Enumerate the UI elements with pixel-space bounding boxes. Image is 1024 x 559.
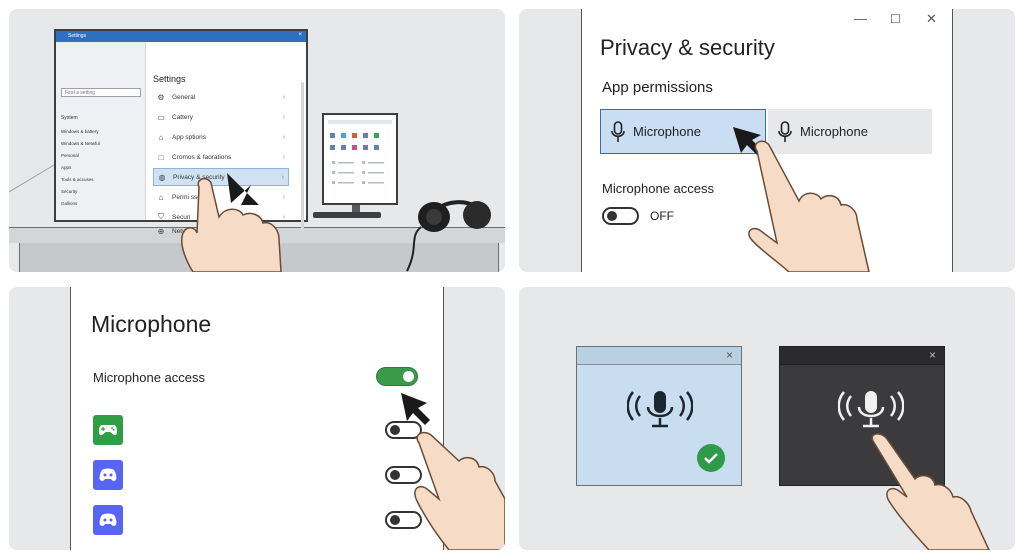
microphone-window: Microphone Microphone access bbox=[70, 287, 444, 550]
microphone-icon bbox=[778, 120, 792, 143]
settings-item-label: Cromos & faorations bbox=[172, 153, 232, 161]
page-title: Privacy & security bbox=[600, 35, 775, 60]
start-menu-screen bbox=[328, 120, 392, 184]
page-title: Microphone bbox=[91, 311, 212, 337]
window-titlebar: × bbox=[780, 347, 944, 365]
monitor-stand bbox=[352, 205, 360, 214]
settings-item-label: Securi bbox=[172, 213, 191, 221]
sidebar-item[interactable]: Tools & accuses bbox=[61, 177, 94, 182]
chevron-right-icon: › bbox=[282, 193, 285, 201]
sidebar-item[interactable]: Personal bbox=[61, 153, 79, 158]
lock-icon: ⌂ bbox=[158, 192, 164, 202]
microphone-icon bbox=[611, 120, 625, 143]
app-microphone-toggle[interactable] bbox=[385, 511, 422, 529]
sidebar-section-system: System bbox=[61, 115, 78, 121]
privacy-window: — ☐ ✕ Privacy & security App permissions… bbox=[581, 9, 953, 272]
minimize-icon[interactable]: — bbox=[854, 11, 867, 26]
sidebar-item[interactable]: Apps bbox=[61, 165, 72, 170]
panel-privacy-security: — ☐ ✕ Privacy & security App permissions… bbox=[519, 9, 1015, 272]
maximize-icon[interactable]: ☐ bbox=[890, 12, 901, 26]
sidebar-item[interactable]: Security bbox=[61, 189, 78, 194]
mic-window-dark: × bbox=[779, 346, 945, 486]
monitor-base bbox=[313, 212, 381, 218]
microphone-permission-button-alt[interactable]: Microphone bbox=[768, 109, 932, 154]
chevron-right-icon: › bbox=[282, 93, 285, 101]
room-background bbox=[9, 164, 55, 193]
settings-sidebar: Find a setting System Windows & battery … bbox=[56, 42, 146, 220]
panel-mic-indicators: × × bbox=[519, 287, 1015, 550]
settings-item-general[interactable]: ⚙ General › bbox=[153, 88, 289, 106]
xbox-controller-icon bbox=[93, 415, 123, 445]
settings-titlebar-label: Settings bbox=[68, 33, 87, 39]
sidebar-item[interactable]: Gallions bbox=[61, 201, 78, 206]
discord-icon bbox=[93, 505, 123, 535]
close-icon[interactable]: × bbox=[725, 348, 733, 362]
secondary-monitor bbox=[322, 113, 398, 205]
settings-item-cromos[interactable]: □ Cromos & faorations › bbox=[153, 148, 289, 166]
microphone-access-toggle[interactable] bbox=[376, 367, 418, 386]
settings-item-label: Netw bbox=[172, 227, 187, 235]
microphone-access-label: Microphone access bbox=[602, 181, 714, 196]
microphone-label: Microphone bbox=[633, 124, 701, 139]
microphone-label: Microphone bbox=[800, 124, 868, 139]
settings-item-privacy-security[interactable]: ◍ Privacy & security › bbox=[153, 168, 289, 186]
hand-pointer bbox=[733, 127, 870, 272]
microphone-active-icon bbox=[838, 391, 904, 428]
settings-item-label: Privacy & security bbox=[173, 173, 225, 181]
chevron-right-icon: › bbox=[282, 133, 285, 141]
discord-icon bbox=[93, 460, 123, 490]
window-titlebar: × bbox=[577, 347, 741, 365]
toggle-state-label: OFF bbox=[650, 209, 674, 223]
close-icon[interactable]: ✕ bbox=[926, 11, 937, 26]
find-setting-input[interactable]: Find a setting bbox=[61, 88, 141, 97]
settings-header: Settings bbox=[153, 74, 186, 84]
panel-settings-desk: Settings × Find a setting System Windows… bbox=[9, 9, 505, 272]
hand-pointer bbox=[871, 433, 990, 550]
section-title: App permissions bbox=[602, 79, 713, 96]
settings-item-label: General bbox=[172, 93, 196, 101]
microphone-access-toggle[interactable] bbox=[602, 207, 639, 225]
scrollbar[interactable] bbox=[301, 82, 304, 232]
settings-titlebar: Settings × bbox=[56, 31, 306, 42]
chevron-right-icon: › bbox=[282, 153, 285, 161]
device-icon: ▭ bbox=[157, 112, 165, 122]
settings-item-permissions[interactable]: ⌂ Permi ssets › bbox=[153, 188, 289, 206]
lock-icon: ⌂ bbox=[158, 132, 164, 142]
panel-microphone-apps: Microphone Microphone access bbox=[9, 287, 505, 550]
sidebar-item[interactable]: Windows & battery bbox=[61, 129, 99, 134]
headphones-icon bbox=[406, 200, 491, 272]
mic-window-light: × bbox=[576, 346, 742, 486]
settings-item-label: Cattery bbox=[172, 113, 193, 121]
hand-pointer bbox=[401, 393, 505, 550]
close-icon[interactable]: × bbox=[928, 348, 936, 362]
hand-pointer bbox=[181, 173, 282, 272]
checkmark-icon bbox=[697, 444, 725, 472]
chevron-right-icon: › bbox=[281, 173, 284, 181]
settings-item-label: App sptions bbox=[172, 133, 206, 141]
app-microphone-toggle[interactable] bbox=[385, 421, 422, 439]
settings-item-security[interactable]: ⛉ Securi › bbox=[153, 208, 289, 226]
microphone-active-icon bbox=[627, 391, 693, 428]
settings-content: Settings ⚙ General › ▭ Cattery › ⌂ App sption… bbox=[147, 42, 306, 236]
chevron-right-icon: › bbox=[282, 113, 285, 121]
square-icon: □ bbox=[158, 152, 164, 162]
microphone-access-label: Microphone access bbox=[93, 370, 205, 385]
settings-item-network[interactable]: ⊕ Netw bbox=[153, 226, 289, 236]
network-icon: ⊕ bbox=[157, 226, 165, 236]
gear-icon: ⚙ bbox=[157, 92, 165, 102]
settings-item-cattery[interactable]: ▭ Cattery › bbox=[153, 108, 289, 126]
globe-icon: ◍ bbox=[158, 172, 166, 182]
main-monitor: Settings × Find a setting System Windows… bbox=[54, 29, 308, 236]
sidebar-item[interactable]: Windows & Netwful bbox=[61, 141, 100, 146]
app-microphone-toggle[interactable] bbox=[385, 466, 422, 484]
chevron-right-icon: › bbox=[282, 213, 285, 221]
settings-item-app-options[interactable]: ⌂ App sptions › bbox=[153, 128, 289, 146]
shield-icon: ⛉ bbox=[158, 212, 164, 221]
settings-item-label: Permi ssets bbox=[172, 193, 206, 201]
close-icon[interactable]: × bbox=[298, 32, 302, 38]
